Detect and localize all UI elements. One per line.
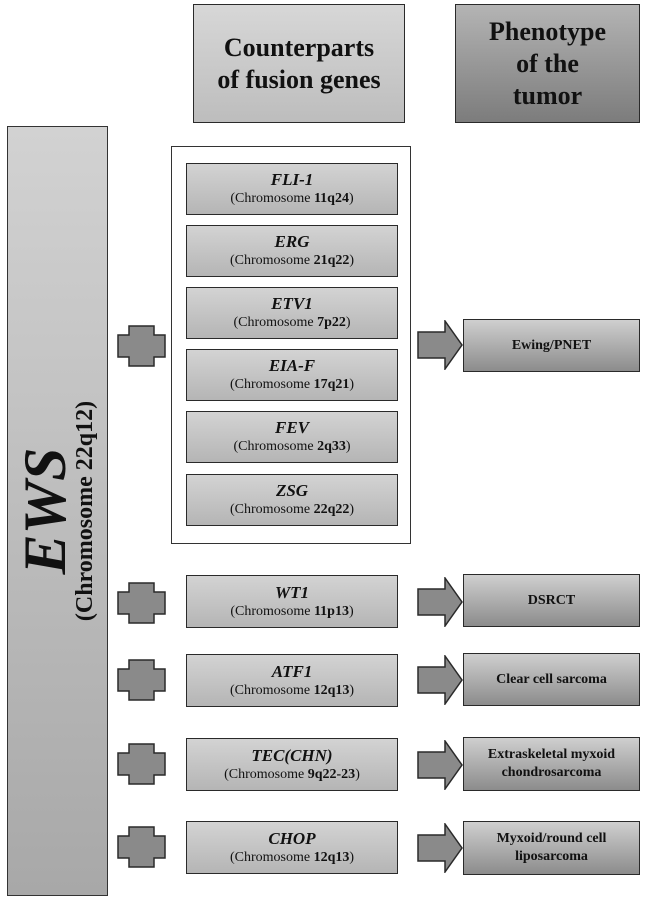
ews-chromosome: (Chromosome 22q12) — [71, 400, 98, 622]
gene-name: ATF1 — [271, 661, 313, 681]
header-phenotype-line1: Phenotype — [489, 16, 606, 46]
gene-box-etv1: ETV1 (Chromosome 7p22) — [186, 287, 398, 339]
gene-box-wt1: WT1 (Chromosome 11p13) — [186, 575, 398, 628]
gene-name: ETV1 — [271, 294, 313, 313]
phenotype-box-myxoid-chondro: Extraskeletal myxoid chondrosarcoma — [463, 737, 640, 791]
plus-icon — [117, 325, 166, 367]
plus-icon — [117, 743, 166, 785]
arrow-right-icon — [417, 740, 463, 790]
gene-chromosome: (Chromosome 17q21) — [229, 377, 355, 392]
arrow-right-icon — [417, 655, 463, 705]
gene-name: ZSG — [275, 481, 309, 500]
gene-name: EIA-F — [268, 356, 316, 375]
gene-name: TEC(CHN) — [251, 745, 333, 765]
gene-chromosome: (Chromosome 12q13) — [229, 682, 355, 698]
gene-chromosome: (Chromosome 21q22) — [229, 253, 355, 268]
header-phenotype-line2: of the — [516, 48, 579, 78]
phenotype-label: Clear cell sarcoma — [496, 671, 607, 687]
gene-name: CHOP — [268, 828, 316, 848]
header-phenotype: Phenotype of the tumor — [455, 4, 640, 123]
gene-box-fli1: FLI-1 (Chromosome 11q24) — [186, 163, 398, 215]
header-counterparts-line1: Counterparts — [223, 32, 375, 62]
gene-box-chop: CHOP (Chromosome 12q13) — [186, 821, 398, 874]
gene-box-fev: FEV (Chromosome 2q33) — [186, 411, 398, 463]
ews-label: EWS (Chromosome 22q12) — [11, 400, 98, 622]
phenotype-label: DSRCT — [527, 592, 576, 608]
gene-chromosome: (Chromosome 9q22-23) — [224, 766, 360, 782]
gene-chromosome: (Chromosome 7p22) — [233, 315, 351, 330]
gene-chromosome: (Chromosome 2q33) — [233, 439, 351, 454]
gene-name: ERG — [274, 232, 310, 251]
gene-name: FLI-1 — [270, 170, 314, 189]
header-counterparts-line2: of fusion genes — [217, 64, 381, 94]
phenotype-label-line2: liposarcoma — [515, 849, 588, 864]
phenotype-box-clear-cell: Clear cell sarcoma — [463, 653, 640, 706]
gene-chromosome: (Chromosome 12q13) — [229, 849, 355, 865]
plus-icon — [117, 659, 166, 701]
phenotype-box-ewing: Ewing/PNET — [463, 319, 640, 372]
header-counterparts: Counterparts of fusion genes — [193, 4, 405, 123]
phenotype-label-line1: Extraskeletal myxoid — [487, 747, 616, 762]
arrow-right-icon — [417, 320, 463, 370]
arrow-right-icon — [417, 823, 463, 873]
phenotype-label-line2: chondrosarcoma — [501, 765, 602, 780]
gene-box-atf1: ATF1 (Chromosome 12q13) — [186, 654, 398, 707]
arrow-right-icon — [417, 577, 463, 627]
gene-box-tec-chn: TEC(CHN) (Chromosome 9q22-23) — [186, 738, 398, 791]
phenotype-box-dsrct: DSRCT — [463, 574, 640, 627]
header-phenotype-line3: tumor — [512, 80, 583, 110]
plus-icon — [117, 582, 166, 624]
gene-chromosome: (Chromosome 22q22) — [229, 502, 355, 517]
gene-box-erg: ERG (Chromosome 21q22) — [186, 225, 398, 277]
gene-name: WT1 — [275, 582, 309, 602]
ews-name: EWS — [11, 447, 78, 575]
gene-name: FEV — [274, 418, 310, 437]
phenotype-label-line1: Myxoid/round cell — [496, 831, 607, 846]
ews-bar: EWS (Chromosome 22q12) — [7, 126, 108, 896]
gene-chromosome: (Chromosome 11p13) — [230, 603, 354, 619]
gene-chromosome: (Chromosome 11q24) — [230, 191, 354, 206]
gene-box-zsg: ZSG (Chromosome 22q22) — [186, 474, 398, 526]
plus-icon — [117, 826, 166, 868]
phenotype-box-myxoid-lipo: Myxoid/round cell liposarcoma — [463, 821, 640, 875]
phenotype-label: Ewing/PNET — [511, 337, 592, 353]
gene-box-eiaf: EIA-F (Chromosome 17q21) — [186, 349, 398, 401]
